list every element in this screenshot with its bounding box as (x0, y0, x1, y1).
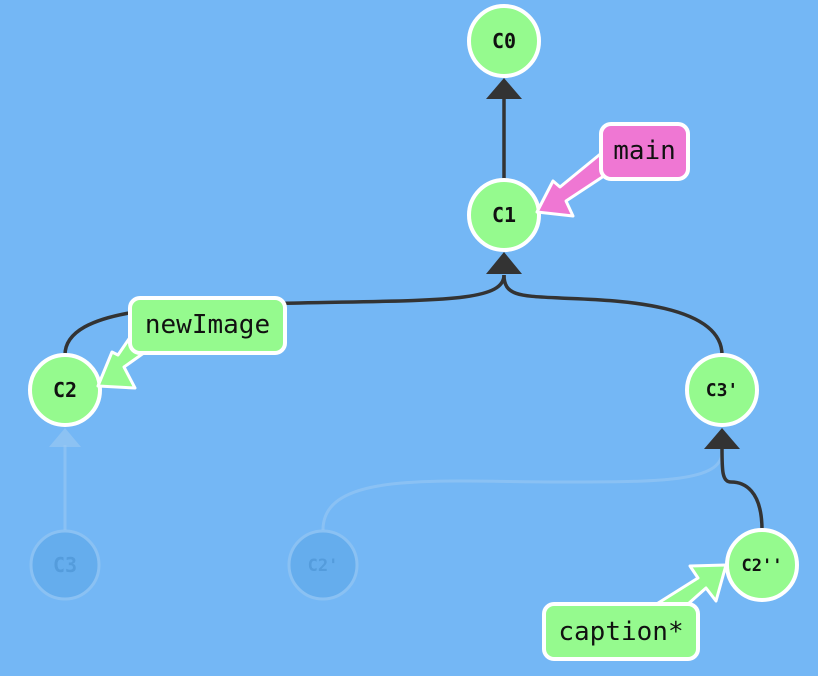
commit-c2prime-ghost: C2' (287, 529, 359, 601)
commit-c0[interactable]: C0 (467, 4, 541, 78)
commit-label: C3' (706, 380, 739, 401)
commit-label: C2' (308, 556, 339, 576)
commit-label: C2'' (742, 556, 783, 576)
commit-c2[interactable]: C2 (28, 353, 102, 427)
commit-c1[interactable]: C1 (467, 178, 541, 252)
commit-c3prime[interactable]: C3' (685, 353, 759, 427)
commit-label: C3 (53, 553, 77, 577)
commit-label: C2 (53, 378, 77, 402)
branch-name: main (613, 136, 676, 166)
edge-c2-c1 (63, 274, 506, 356)
edge-c3prime-c1 (502, 274, 724, 356)
arrowhead-c1 (486, 252, 522, 274)
edge-c2prime-c3prime (321, 451, 724, 531)
edge-c2pp-c3prime (720, 447, 764, 531)
arrowhead-c0 (486, 78, 522, 99)
commit-label: C0 (492, 29, 516, 53)
edges (63, 96, 764, 531)
commit-label: C1 (492, 203, 516, 227)
branch-label-caption[interactable]: caption* (542, 602, 700, 661)
branch-label-main[interactable]: main (599, 122, 690, 181)
commit-c3-ghost: C3 (29, 529, 101, 601)
ghost-edges (63, 445, 724, 531)
branch-label-newImage[interactable]: newImage (128, 296, 287, 355)
arrowhead-c3prime (704, 428, 740, 449)
branch-name: caption* (558, 617, 683, 647)
ghost-arrowhead-c2 (49, 428, 81, 447)
commit-c2pp[interactable]: C2'' (725, 528, 799, 602)
branch-name: newImage (145, 310, 270, 340)
